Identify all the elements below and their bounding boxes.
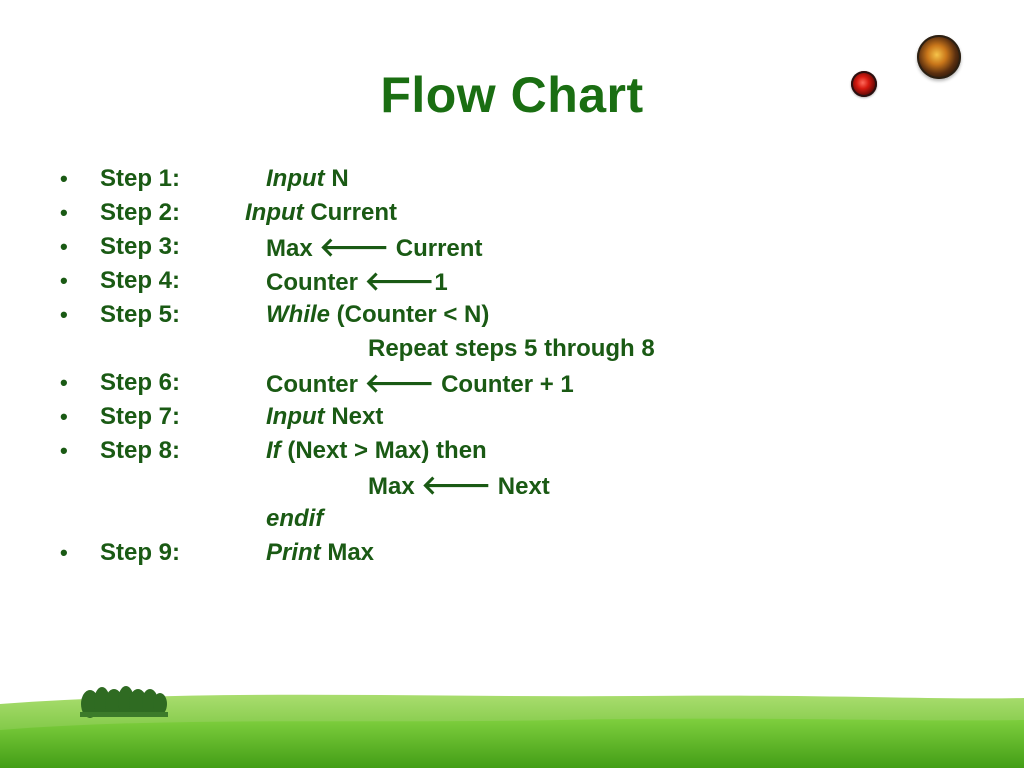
bullet-marker: •: [60, 166, 68, 191]
step-label: Step 1:: [100, 165, 181, 192]
step-label: Step 8:: [100, 437, 181, 464]
step-code: Print Max: [266, 536, 374, 570]
step-code: Input Current: [245, 196, 397, 230]
keyword: Print: [266, 539, 321, 566]
step-code: Counter 🡐1: [266, 264, 448, 300]
step-label: Step 7:: [100, 403, 181, 430]
bullet-marker: •: [60, 540, 68, 565]
bullet-marker: •: [60, 438, 68, 463]
step-text: Counter: [266, 371, 365, 398]
bullet-marker: •: [60, 302, 68, 327]
step-code: While (Counter < N): [266, 298, 489, 332]
step-text: Counter + 1: [434, 371, 574, 398]
meadow-landscape: [0, 686, 1024, 768]
step-code: Counter 🡐 Counter + 1: [266, 366, 574, 402]
step-text: Max: [327, 539, 375, 566]
step-label: Step 9:: [100, 539, 181, 566]
step-code: endif: [266, 502, 323, 536]
step-label: Step 5:: [100, 301, 181, 328]
keyword: endif: [266, 505, 324, 532]
step-text: Current: [310, 199, 397, 226]
step-text: (Next > Max) then: [287, 437, 487, 464]
bullet-marker: •: [60, 200, 68, 225]
continuation-text: Max: [368, 473, 422, 500]
bullet-marker: •: [60, 268, 68, 293]
bullet-marker: •: [60, 234, 68, 259]
bullet-marker: •: [60, 370, 68, 395]
step-text: 1: [434, 269, 448, 296]
red-orb-icon: [851, 71, 877, 97]
step-text: Max: [266, 235, 320, 262]
left-arrow-icon: 🡐: [421, 470, 492, 500]
step-text: N: [331, 165, 349, 192]
step-text: Next: [331, 403, 384, 430]
left-arrow-icon: 🡐: [364, 266, 435, 296]
step-label: Step 6:: [100, 369, 181, 396]
tree-cluster: [80, 686, 168, 718]
slide-title: Flow Chart: [380, 67, 644, 123]
left-arrow-icon: 🡐: [319, 232, 390, 262]
keyword: While: [266, 301, 330, 328]
keyword: Input: [266, 165, 325, 192]
step-text: Current: [389, 235, 483, 262]
left-arrow-icon: 🡐: [364, 368, 435, 398]
step-code: Repeat steps 5 through 8: [368, 332, 655, 366]
step-code: Input Next: [266, 400, 383, 434]
step-label: Step 4:: [100, 267, 181, 294]
continuation-text: Repeat steps 5 through 8: [368, 335, 655, 362]
step-code: Input N: [266, 162, 349, 196]
step-text: Counter: [266, 269, 365, 296]
step-text: (Counter < N): [336, 301, 490, 328]
step-label: Step 3:: [100, 233, 181, 260]
step-code: If (Next > Max) then: [266, 434, 487, 468]
continuation-text: Next: [491, 473, 550, 500]
step-code: Max 🡐 Current: [266, 230, 482, 266]
step-code: Max 🡐 Next: [368, 468, 550, 504]
keyword: Input: [245, 199, 304, 226]
keyword: Input: [266, 403, 325, 430]
keyword: If: [266, 437, 281, 464]
step-label: Step 2:: [100, 199, 181, 226]
bullet-marker: •: [60, 404, 68, 429]
orange-orb-icon: [917, 35, 961, 79]
